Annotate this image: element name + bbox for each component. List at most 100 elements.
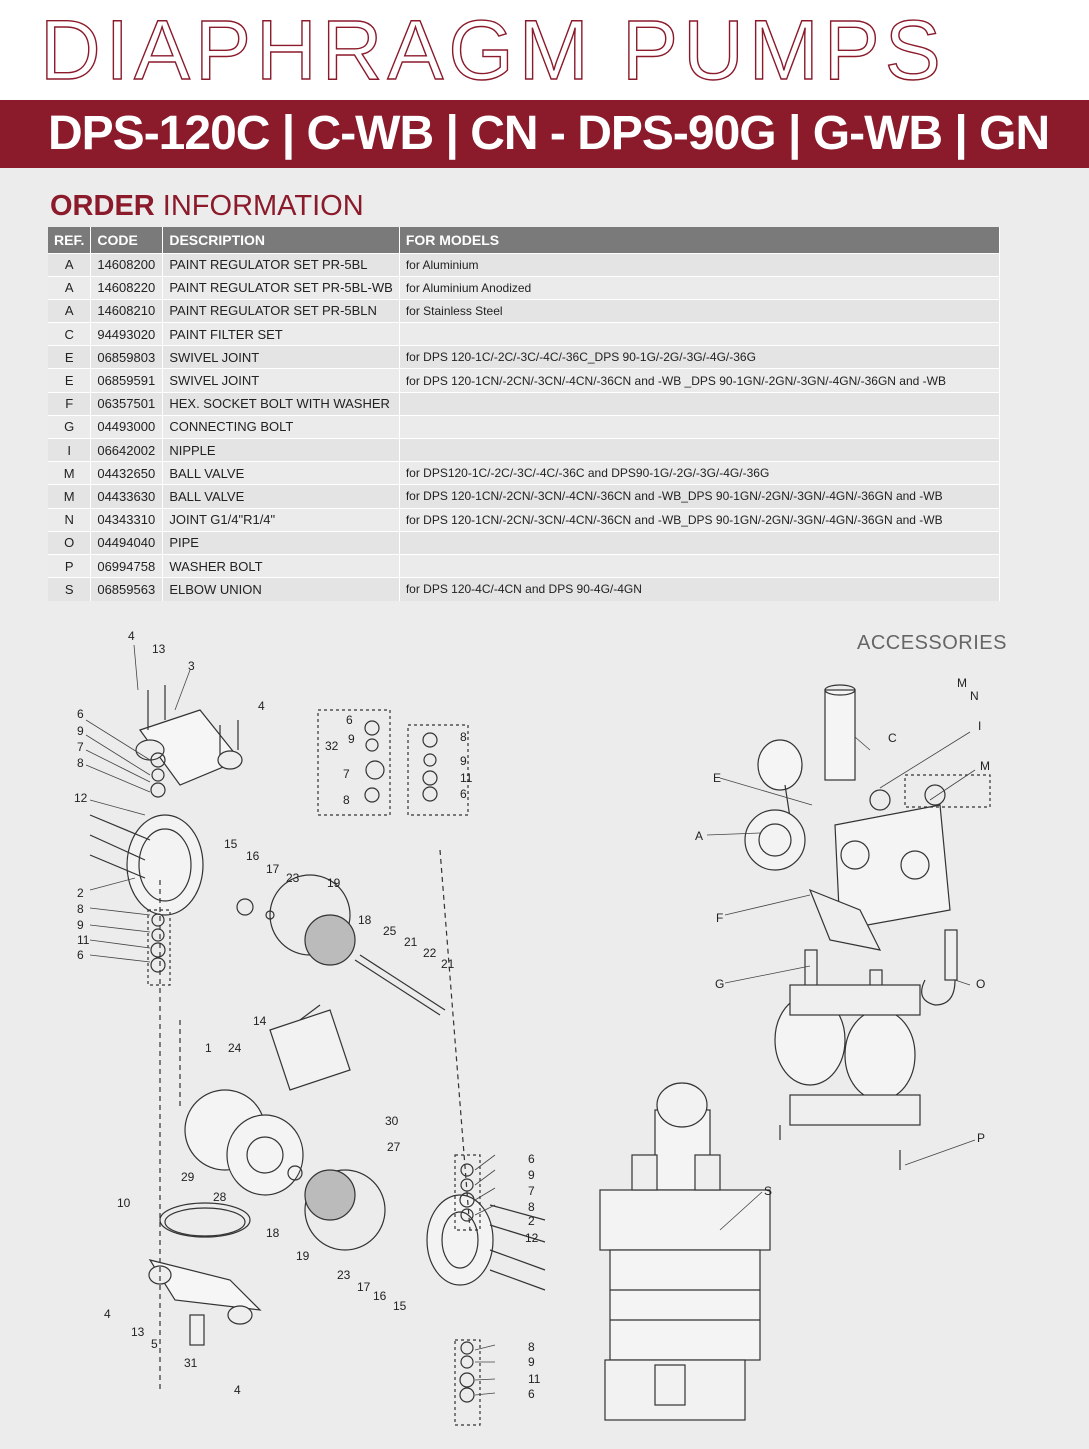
callout-label: 6 <box>77 707 84 721</box>
cell-description: BALL VALVE <box>162 461 400 485</box>
cell-models <box>399 530 1001 555</box>
accessories-title: ACCESSORIES <box>857 632 1007 654</box>
accessory-label: S <box>764 1184 772 1198</box>
callout-label: 15 <box>393 1299 407 1313</box>
accessory-label: C <box>888 731 897 745</box>
callout-label: 4 <box>234 1383 241 1397</box>
callout-label: 12 <box>74 791 88 805</box>
section-title-bold: ORDER <box>50 190 155 222</box>
accessory-label: F <box>716 911 723 925</box>
callout-label: 21 <box>404 935 418 949</box>
callout-label: 18 <box>266 1226 280 1240</box>
cell-description: WASHER BOLT <box>162 553 400 578</box>
cell-models: for DPS 120-4C/-4CN and DPS 90-4G/-4GN <box>399 577 1001 601</box>
callout-label: 4 <box>258 699 265 713</box>
callout-label: 28 <box>213 1190 227 1204</box>
cell-description: PAINT REGULATOR SET PR-5BL <box>162 252 400 277</box>
cell-ref: A <box>48 298 92 323</box>
cell-ref: M <box>48 484 92 509</box>
cell-description: PAINT FILTER SET <box>162 322 400 346</box>
callout-label: 6 <box>528 1152 535 1166</box>
cell-models <box>399 414 1001 439</box>
callout-label: 30 <box>385 1114 399 1128</box>
cell-ref: A <box>48 275 92 300</box>
callout-label: 16 <box>373 1289 387 1303</box>
cell-ref: F <box>48 391 92 416</box>
cell-description: SWIVEL JOINT <box>162 345 400 369</box>
cell-models: for DPS120-1C/-2C/-3C/-4C/-36C and DPS90… <box>399 461 1001 485</box>
callout-label: 9 <box>77 918 84 932</box>
cell-description: JOINT G1/4"R1/4" <box>162 507 400 532</box>
cell-description: NIPPLE <box>162 437 400 462</box>
accessory-label: G <box>715 977 724 991</box>
callout-label: 9 <box>528 1355 535 1369</box>
callout-label: 31 <box>184 1356 198 1370</box>
header-ref: REF. <box>48 227 92 253</box>
callout-label: 9 <box>528 1168 535 1182</box>
callout-label: 6 <box>460 787 467 801</box>
callout-label: 21 <box>441 957 455 971</box>
cell-models <box>399 322 1001 346</box>
cell-ref: G <box>48 414 92 439</box>
callout-label: 10 <box>117 1196 131 1210</box>
cell-code: 06859591 <box>90 368 164 393</box>
cell-ref: C <box>48 322 92 346</box>
callout-label: 4 <box>104 1307 111 1321</box>
cell-code: 94493020 <box>90 322 164 346</box>
cell-description: BALL VALVE <box>162 484 400 509</box>
callout-label: 22 <box>423 946 437 960</box>
accessory-label: P <box>977 1131 985 1145</box>
callout-label: 23 <box>286 871 300 885</box>
section-title-light: INFORMATION <box>162 190 364 222</box>
cell-models: for Aluminium <box>399 252 1001 277</box>
callout-label: 14 <box>253 1014 267 1028</box>
callout-label: 17 <box>266 862 280 876</box>
callout-label: 2 <box>77 886 84 900</box>
cell-models <box>399 391 1001 416</box>
cell-code: 04494040 <box>90 530 164 555</box>
cell-ref: P <box>48 553 92 578</box>
table-header-row: REF. CODE DESCRIPTION FOR MODELS <box>48 227 1001 253</box>
cell-models: for DPS 120-1CN/-2CN/-3CN/-4CN/-36CN and… <box>399 507 1001 532</box>
callout-label: 13 <box>131 1325 145 1339</box>
callout-label: 2 <box>528 1214 535 1228</box>
callout-label: 1 <box>205 1041 212 1055</box>
cell-ref: S <box>48 577 92 601</box>
cell-models: for Aluminium Anodized <box>399 275 1001 300</box>
page-title: DIAPHRAGM PUMPS <box>0 0 1089 100</box>
cell-description: PAINT REGULATOR SET PR-5BL-WB <box>162 275 400 300</box>
callout-label: 9 <box>348 732 355 746</box>
callout-label: 8 <box>77 756 84 770</box>
callout-label: 8 <box>528 1340 535 1354</box>
callout-label: 19 <box>296 1249 310 1263</box>
cell-models: for DPS 120-1CN/-2CN/-3CN/-4CN/-36CN and… <box>399 368 1001 393</box>
cell-ref: O <box>48 530 92 555</box>
callout-label: 32 <box>325 739 339 753</box>
callout-label: 5 <box>151 1337 158 1351</box>
cell-ref: E <box>48 345 92 369</box>
callout-label: 13 <box>152 642 166 656</box>
callout-label: 11 <box>528 1372 541 1386</box>
callout-label: 16 <box>246 849 260 863</box>
cell-models <box>399 553 1001 578</box>
cell-code: 04433630 <box>90 484 164 509</box>
callout-label: 9 <box>460 754 467 768</box>
callout-label: 3 <box>188 659 195 673</box>
cell-code: 06357501 <box>90 391 164 416</box>
callout-label: 11 <box>460 771 473 785</box>
cell-models <box>399 437 1001 462</box>
cell-models: for DPS 120-1CN/-2CN/-3CN/-4CN/-36CN and… <box>399 484 1001 509</box>
cell-code: 04432650 <box>90 461 164 485</box>
cell-description: HEX. SOCKET BOLT WITH WASHER <box>162 391 400 416</box>
callout-label: 15 <box>224 837 238 851</box>
